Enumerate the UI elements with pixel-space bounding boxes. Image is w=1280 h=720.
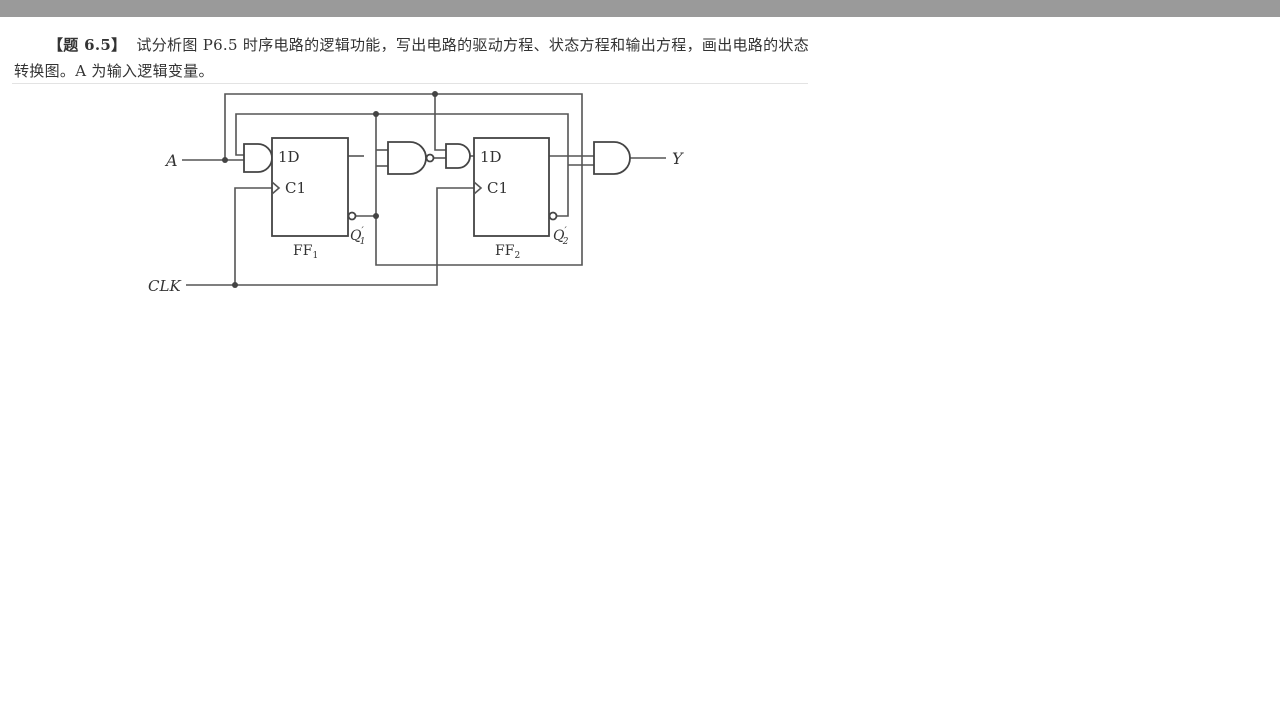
and-gate-2 bbox=[445, 143, 471, 169]
wire-and2-in bbox=[434, 94, 446, 151]
wires bbox=[182, 93, 666, 286]
label-input-a: A bbox=[164, 151, 178, 170]
ff1-d-pin: 1D bbox=[278, 148, 300, 166]
ff2-c-pin: C1 bbox=[487, 179, 508, 197]
clock-triangle-1 bbox=[271, 181, 281, 195]
junction-dot bbox=[432, 91, 438, 97]
ff1-qbar-label: Q′1 bbox=[350, 226, 366, 247]
ff2-qbar-bubble bbox=[548, 211, 558, 221]
clock-triangle-2 bbox=[473, 181, 483, 195]
ff2-d-pin: 1D bbox=[480, 148, 502, 166]
nand-bubble bbox=[425, 153, 435, 163]
wire-q2bar-feedback bbox=[235, 113, 569, 217]
and-gate-1 bbox=[243, 143, 273, 173]
ff2-qbar-label: Q′2 bbox=[553, 226, 569, 247]
problem-number: 【题 6.5】 bbox=[48, 36, 127, 54]
ff1-c-pin: C1 bbox=[285, 179, 306, 197]
flip-flop-1 bbox=[271, 137, 349, 237]
problem-statement: 【题 6.5】试分析图 P6.5 时序电路的逻辑功能，写出电路的驱动方程、状态方… bbox=[14, 32, 814, 84]
top-bar bbox=[0, 0, 1280, 17]
ff1-qbar-bubble bbox=[347, 211, 357, 221]
wire-clk-ff1 bbox=[234, 187, 272, 285]
label-output-y: Y bbox=[672, 149, 684, 168]
problem-text: 试分析图 P6.5 时序电路的逻辑功能，写出电路的驱动方程、状态方程和输出方程，… bbox=[14, 36, 810, 80]
ff1-name: FF1 bbox=[293, 243, 318, 261]
divider bbox=[12, 83, 808, 84]
flip-flop-2 bbox=[473, 137, 550, 237]
wire-outer-loop bbox=[224, 93, 583, 266]
junction-dot bbox=[373, 213, 379, 219]
junction-dot bbox=[373, 111, 379, 117]
junction-dot bbox=[222, 157, 228, 163]
junction-dot bbox=[232, 282, 238, 288]
wire-q1bar bbox=[355, 114, 377, 217]
label-clk: CLK bbox=[148, 277, 181, 295]
wire-clk-ff2 bbox=[186, 187, 474, 286]
ff2-name: FF2 bbox=[495, 243, 520, 261]
nand-gate bbox=[387, 141, 427, 175]
and-gate-output bbox=[593, 141, 631, 175]
